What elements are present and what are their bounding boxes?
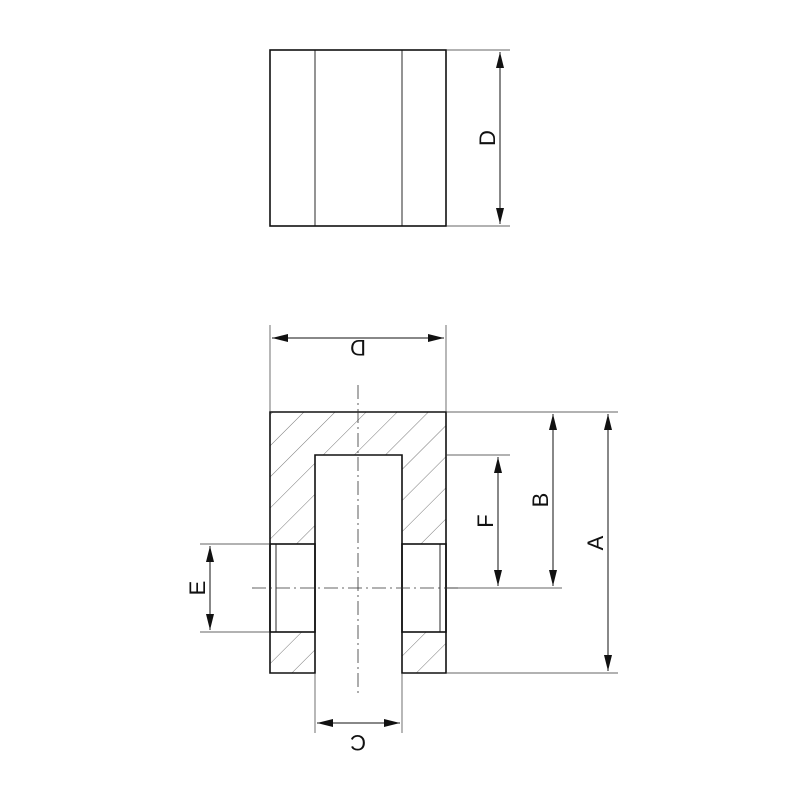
arrow-head xyxy=(604,655,612,671)
arrow-head xyxy=(549,414,557,430)
arrow-head xyxy=(206,546,214,562)
arrow-head xyxy=(384,719,400,727)
label-b: B xyxy=(528,493,553,508)
arrow-head xyxy=(317,719,333,727)
top-view-outline xyxy=(269,49,447,227)
arrow-head xyxy=(549,570,557,586)
label-a: A xyxy=(583,535,608,550)
arrow-head xyxy=(272,334,288,342)
label-f: F xyxy=(473,514,498,527)
arrow-head xyxy=(206,614,214,630)
arrow-head xyxy=(494,570,502,586)
arrow-head xyxy=(496,52,504,68)
label-d-section: D xyxy=(350,335,366,360)
arrow-head xyxy=(496,208,504,224)
label-e: E xyxy=(185,581,210,596)
section-outline xyxy=(269,411,447,674)
arrow-head xyxy=(494,457,502,473)
top-view: D xyxy=(269,49,510,227)
arrow-head xyxy=(604,414,612,430)
label-c: C xyxy=(350,730,366,755)
arrow-head xyxy=(428,334,444,342)
section-hatching xyxy=(270,412,446,673)
section-view: D A B F E C xyxy=(185,325,618,755)
label-d-top: D xyxy=(475,130,500,146)
